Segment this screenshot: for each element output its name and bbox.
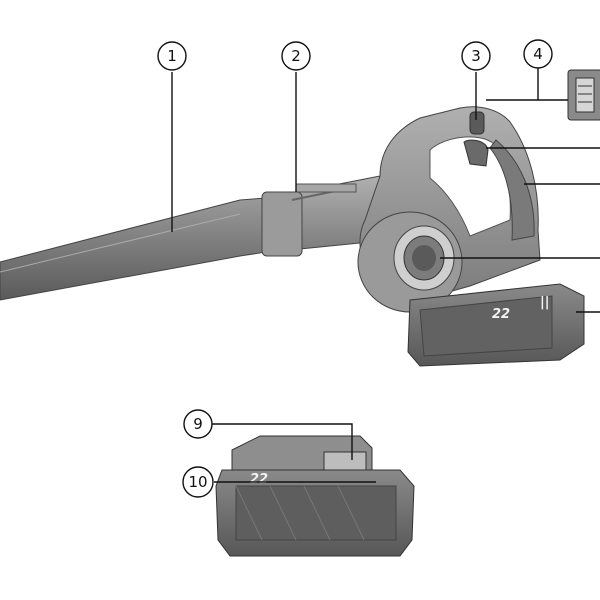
leader-lines bbox=[171, 68, 600, 483]
switch-trigger bbox=[463, 111, 489, 167]
svg-text:1: 1 bbox=[167, 47, 177, 65]
callout-4: 4 bbox=[523, 39, 553, 69]
svg-text:||: || bbox=[540, 295, 550, 310]
blower-nozzle bbox=[0, 195, 281, 301]
svg-text:9: 9 bbox=[193, 415, 203, 433]
svg-text:4: 4 bbox=[533, 45, 543, 63]
battery-pack: 22 bbox=[215, 435, 415, 557]
callout-3: 3 bbox=[461, 41, 491, 71]
svg-text:3: 3 bbox=[471, 47, 481, 65]
air-intake bbox=[357, 211, 463, 313]
svg-text:10: 10 bbox=[188, 473, 207, 491]
svg-text:2: 2 bbox=[291, 47, 301, 65]
battery-label: 22 bbox=[492, 307, 510, 322]
callout-10: 10 bbox=[182, 466, 214, 498]
charge-indicator-inset bbox=[567, 69, 600, 121]
callout-2: 2 bbox=[281, 41, 311, 71]
battery-pack-label: 22 bbox=[250, 472, 268, 487]
callout-1: 1 bbox=[157, 41, 187, 71]
callout-9: 9 bbox=[183, 409, 213, 439]
battery-mounted: 22 || bbox=[407, 283, 585, 367]
